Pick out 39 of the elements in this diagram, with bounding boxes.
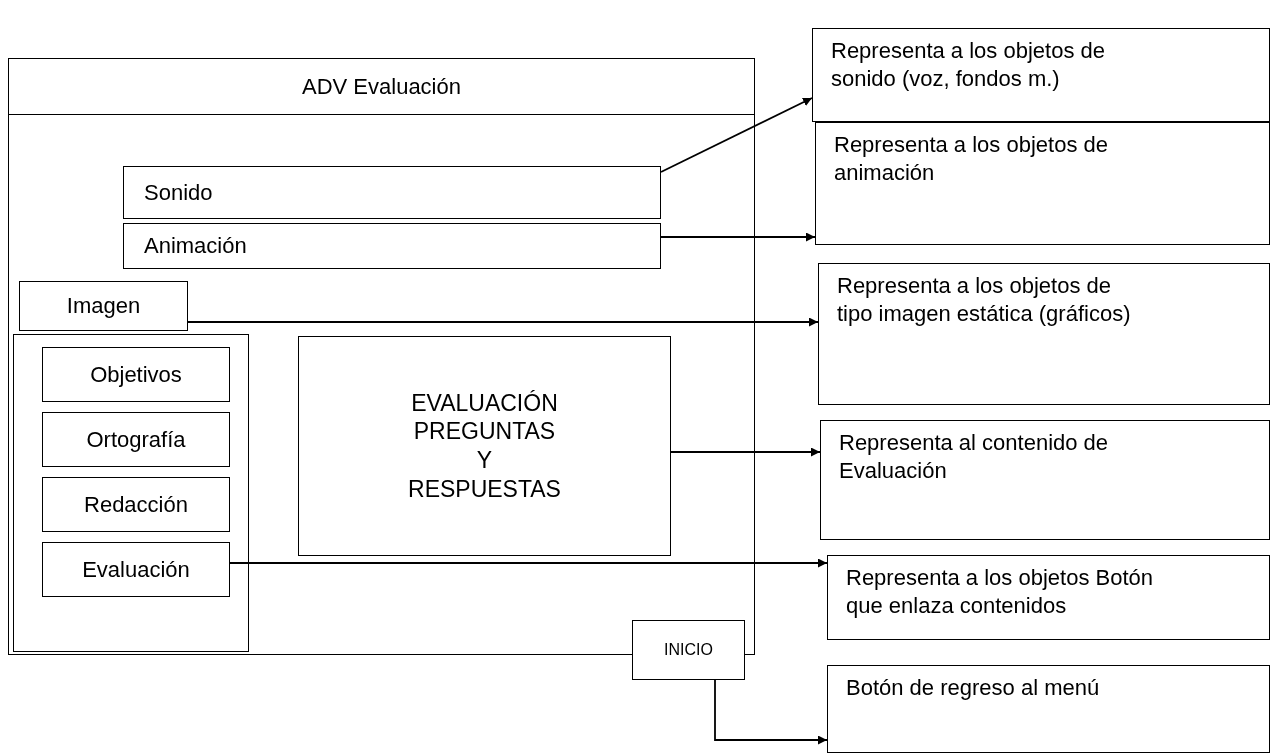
menu-item-box [42,347,230,402]
menu-item-box [42,412,230,467]
label-box [123,166,661,219]
box-label: Redacción [84,490,188,519]
arrow [714,679,828,745]
content-box [298,336,671,556]
menu-item-box [42,477,230,532]
description-box [827,665,1270,753]
description-box [812,28,1270,122]
button-box [632,620,745,680]
box-label: Animación [144,232,247,260]
window-title: ADV Evaluación [302,72,461,101]
description-text: Representa a los objetos de animación [834,131,1109,186]
description-box [815,122,1270,245]
arrow [660,232,816,242]
box-label: Objetivos [90,360,182,389]
arrow [187,317,819,327]
box-label: Imagen [66,292,141,320]
content-title: EVALUACIÓN PREGUNTAS Y RESPUESTAS [408,388,561,504]
description-text: Botón de regreso al menú [846,674,1101,702]
menu-panel [13,334,249,652]
arrow [229,558,828,568]
menu-item-box [42,542,230,597]
box-label: Ortografía [86,425,186,454]
label-box [19,281,188,331]
description-text: Representa a los objetos Botón que enlaza contenidos [846,564,1154,619]
arrow [670,447,821,457]
arrow [660,97,813,173]
box-label: Evaluación [82,555,190,584]
window-frame [8,58,755,655]
description-text: Representa a los objetos de tipo imagen estática (gráficos) [837,272,1132,327]
box-label: Sonido [144,178,213,207]
description-box [820,420,1270,540]
description-box [818,263,1270,405]
label-box [123,223,661,269]
button-label: INICIO [664,640,713,660]
description-box [827,555,1270,640]
description-text: Representa a los objetos de sonido (voz, fondos m.) [831,37,1106,92]
description-text: Representa al contenido de Evaluación [839,429,1110,484]
